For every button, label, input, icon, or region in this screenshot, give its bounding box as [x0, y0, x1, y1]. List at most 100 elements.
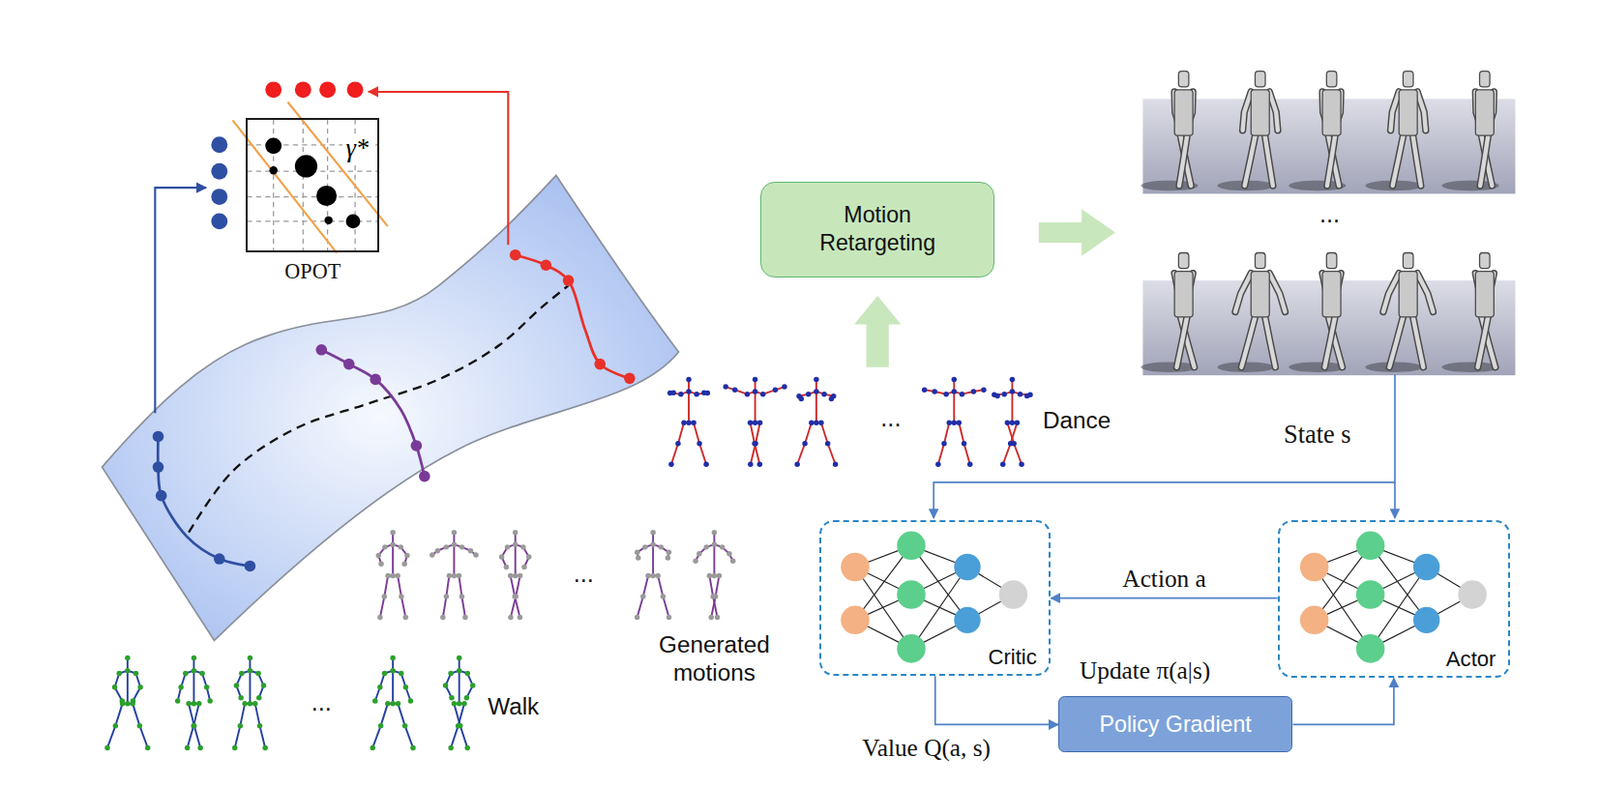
- dance-trajectory-point: [540, 259, 553, 271]
- skeleton-bone: [450, 726, 458, 749]
- skeleton-joint: [675, 441, 681, 446]
- robot-limb: [1269, 273, 1285, 313]
- skeleton-joint: [261, 682, 267, 688]
- skeleton-bone: [1010, 391, 1013, 423]
- figure-label: Walk: [487, 692, 539, 721]
- robot-limb: [1269, 91, 1278, 131]
- matrix-grid-line: [246, 196, 379, 198]
- robot-limb: [1417, 273, 1433, 313]
- skeleton-bone: [637, 596, 644, 619]
- skeleton-joint: [124, 668, 130, 674]
- robot-shadow: [1288, 361, 1346, 373]
- skeleton-joint: [961, 441, 967, 446]
- skeleton-joint: [931, 388, 937, 394]
- skeleton-joint: [237, 723, 243, 729]
- robot-limb-outline: [1478, 313, 1489, 368]
- skeleton-joint: [757, 419, 763, 425]
- skeleton-joint: [935, 462, 941, 468]
- skeleton-bone: [938, 444, 945, 466]
- skeleton-bone: [239, 704, 245, 727]
- skeleton-bone: [651, 544, 654, 576]
- network-neuron: [896, 532, 926, 562]
- network-connection: [1314, 566, 1371, 649]
- skeleton-joint: [124, 701, 130, 707]
- robot-head: [1402, 71, 1414, 88]
- band-boundary: [233, 119, 338, 253]
- skeleton-joint: [403, 684, 409, 690]
- robot-figure: [1216, 252, 1285, 373]
- robot-figure: [1364, 71, 1425, 192]
- skeleton-joint: [451, 701, 457, 707]
- skeleton-joint: [658, 544, 664, 550]
- generated-trajectory: [321, 350, 425, 477]
- robot-limb: [1324, 313, 1335, 368]
- skeleton-figure: [175, 655, 213, 752]
- robot-limb-outline: [1264, 313, 1275, 368]
- skeleton-bone: [815, 391, 818, 423]
- skeleton-joint: [650, 541, 655, 547]
- skeleton-joint: [512, 573, 518, 579]
- skeleton-joint: [707, 573, 712, 579]
- robot-figure: [1216, 71, 1277, 192]
- skeleton-joint: [119, 701, 125, 707]
- skeleton-joint: [747, 462, 753, 468]
- generated-trajectory-point: [315, 344, 327, 356]
- skeleton-bone: [107, 726, 116, 749]
- skeleton-joint: [821, 391, 827, 397]
- skeleton-joint: [503, 564, 509, 570]
- skeleton-joint: [137, 684, 143, 690]
- skeleton-joint: [1002, 391, 1008, 397]
- skeleton-joint: [1018, 462, 1024, 468]
- skeleton-joint: [650, 573, 655, 579]
- robot-head: [1178, 252, 1189, 268]
- skeleton-bone: [187, 726, 195, 749]
- robot-torso: [1475, 271, 1494, 318]
- skeleton-bone: [1010, 422, 1018, 445]
- skeleton-joint: [732, 387, 738, 393]
- skeleton-joint: [408, 698, 414, 704]
- skeleton-joint: [204, 684, 209, 690]
- skeleton-joint: [634, 550, 640, 556]
- skeleton-bone: [515, 575, 521, 597]
- skeleton-bone: [643, 575, 649, 597]
- skeleton-joint: [642, 544, 648, 550]
- connector-arrow: [935, 676, 1059, 725]
- skeleton-bone: [678, 422, 684, 445]
- skeleton-joint: [440, 615, 445, 621]
- robot-limb-outline: [1179, 131, 1191, 186]
- skeleton-joint: [468, 548, 474, 554]
- robot-limb: [1412, 131, 1422, 186]
- skeleton-joint: [507, 615, 513, 621]
- skeleton-joint: [711, 573, 717, 579]
- skeleton-bone: [458, 704, 465, 727]
- skeleton-joint: [757, 462, 763, 468]
- skeleton-bone: [952, 391, 955, 423]
- skeleton-joint: [451, 573, 457, 579]
- robot-limb: [1480, 131, 1489, 186]
- skeleton-joint: [825, 441, 830, 446]
- skeleton-joint: [696, 441, 702, 446]
- skeleton-joint: [526, 554, 532, 560]
- skeleton-bone: [750, 444, 756, 466]
- robot-limb: [1481, 131, 1493, 186]
- robot-torso: [1174, 271, 1193, 318]
- skeleton-bone: [401, 596, 406, 619]
- skeleton-joint: [744, 391, 750, 397]
- skeleton-joint: [504, 544, 510, 550]
- robot-torso: [1174, 89, 1193, 136]
- skeleton-joint: [813, 388, 819, 394]
- network-connection: [1370, 566, 1427, 649]
- walk-to-matrix-arrow: [154, 187, 207, 414]
- skeleton-bone: [372, 726, 381, 749]
- robot-torso: [1475, 89, 1494, 136]
- robot-head: [1326, 252, 1337, 268]
- generated-trajectory-point: [369, 374, 382, 386]
- skeleton-joint: [247, 655, 253, 661]
- skeleton-joint: [191, 723, 197, 729]
- box-label: Policy Gradient: [1099, 711, 1252, 740]
- skeleton-joint: [247, 701, 253, 707]
- neural-network: [1300, 532, 1487, 664]
- edge-label: Action a: [1119, 564, 1209, 593]
- skeleton-joint: [175, 698, 180, 704]
